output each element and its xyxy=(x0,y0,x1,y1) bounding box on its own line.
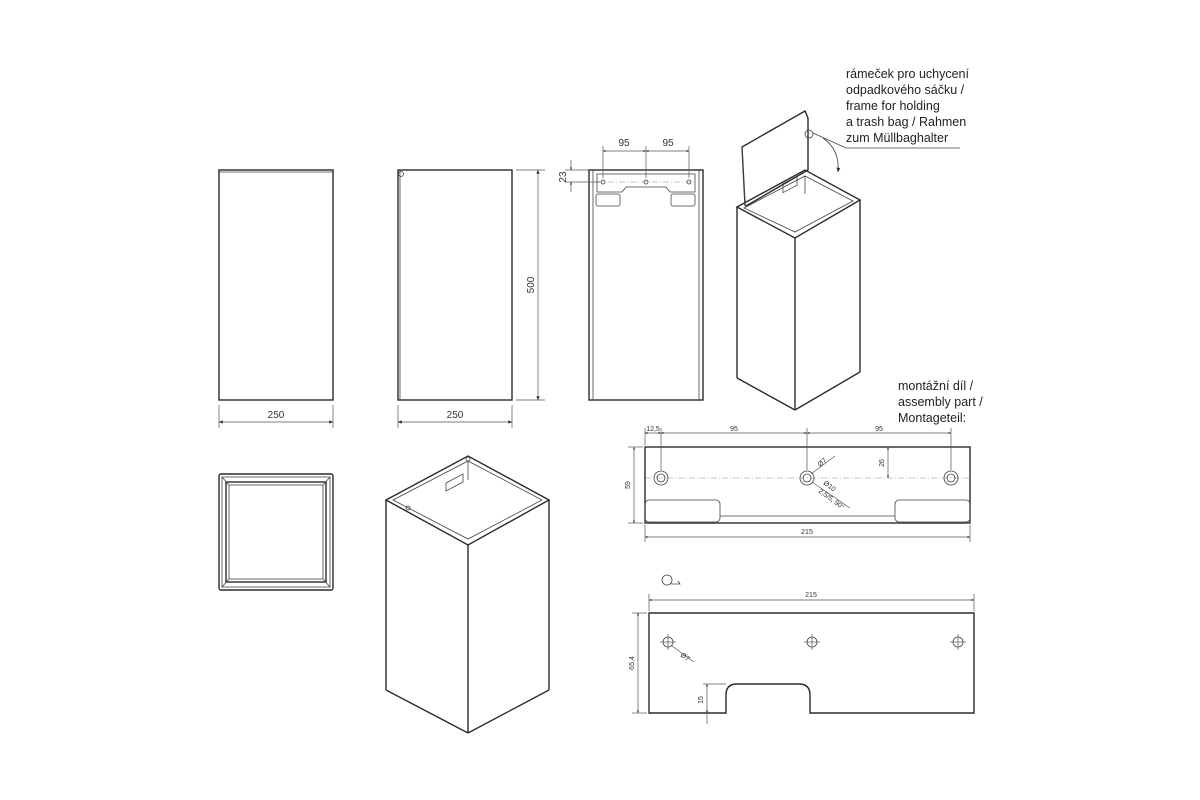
frame-note-line: rámeček pro uchycení xyxy=(846,67,969,81)
dim-plate-c: 95 xyxy=(875,426,883,433)
dim-bottom-length: 215 xyxy=(805,592,817,599)
iso-view-open xyxy=(735,110,960,411)
dim-bottom-notch: 15 xyxy=(698,696,705,704)
dim-bottom-hole-dia: Ø7 xyxy=(679,652,691,663)
dim-plate-hole-dia: Ø7 xyxy=(817,457,829,468)
top-view xyxy=(218,473,334,591)
dim-back-top: 23 xyxy=(558,171,569,183)
dim-side-width: 250 xyxy=(447,410,464,421)
iso-view-closed xyxy=(384,455,551,734)
assembly-plate-front: 12,5 95 95 59 26 Ø7 Ø10 2,5/5, 90° 215 xyxy=(625,426,971,542)
frame-note-line: frame for holding xyxy=(846,99,940,113)
frame-note-line: odpadkového sáčku / xyxy=(846,83,965,97)
dim-plate-a: 12,5 xyxy=(646,426,660,433)
front-view: 250 xyxy=(218,169,334,428)
dim-front-width: 250 xyxy=(268,410,285,421)
dim-height: 500 xyxy=(526,276,537,293)
dim-plate-length: 215 xyxy=(801,529,813,536)
assembly-note: montážní díl / assembly part / Montagete… xyxy=(898,378,983,426)
back-view: 95 95 23 xyxy=(558,138,704,401)
assembly-note-line: Montageteil: xyxy=(898,411,967,425)
dim-plate-hole-offset: 26 xyxy=(879,459,886,467)
assembly-note-line: montážní díl / xyxy=(898,379,974,393)
dim-plate-height: 59 xyxy=(625,481,632,489)
dim-plate-b: 95 xyxy=(730,426,738,433)
frame-note: rámeček pro uchycení odpadkového sáčku /… xyxy=(846,66,969,146)
side-view: 250 500 xyxy=(397,169,545,428)
assembly-note-line: assembly part / xyxy=(898,395,983,409)
frame-note-line: a trash bag / Rahmen xyxy=(846,115,967,129)
assembly-plate-flat: Ø7 215 65,4 15 xyxy=(629,574,975,724)
dim-back-offset-a: 95 xyxy=(618,138,630,149)
frame-note-line: zum Müllbaghalter xyxy=(846,131,949,145)
dim-back-offset-b: 95 xyxy=(662,138,674,149)
dim-bottom-height: 65,4 xyxy=(629,656,636,670)
